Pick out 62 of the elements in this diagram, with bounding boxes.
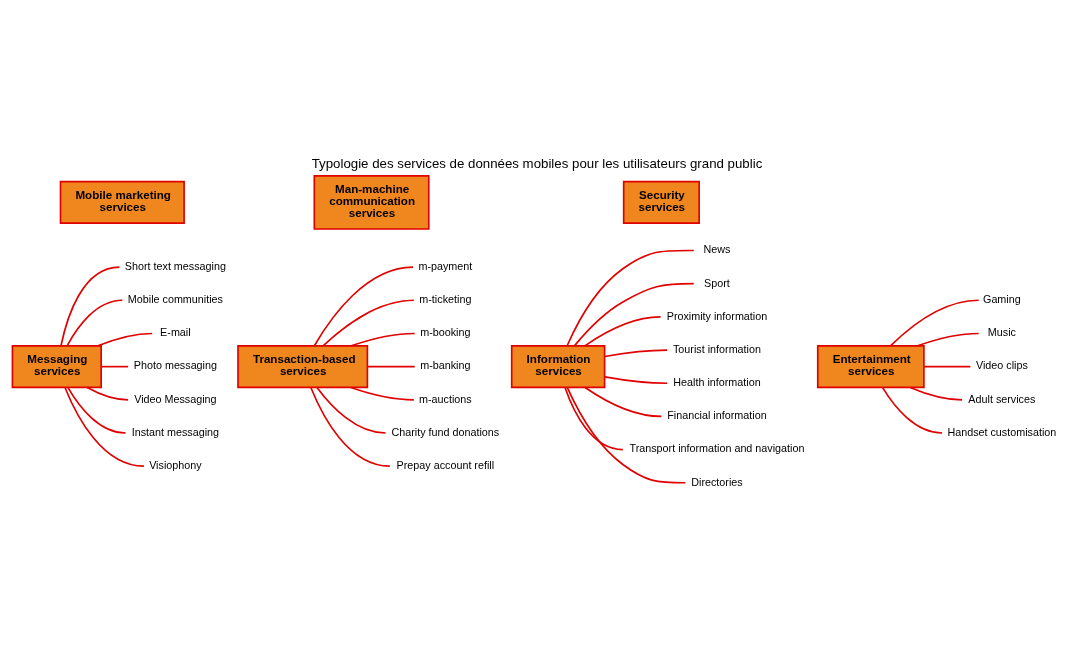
node-text: m-auctions — [419, 392, 472, 405]
connector — [322, 298, 415, 346]
node-text: Handset customisation — [947, 425, 1057, 438]
connector — [604, 348, 669, 357]
node-text: m-booking — [420, 325, 471, 338]
node-text: Instant messaging — [131, 425, 220, 438]
connector — [573, 282, 695, 346]
node-text: Adult services — [968, 392, 1036, 405]
connector — [67, 386, 127, 434]
node-text: Directories — [691, 475, 743, 488]
connector — [909, 386, 963, 401]
node-text: Sport — [704, 276, 730, 289]
connector — [100, 365, 129, 367]
node-text: Transport information and navigation — [629, 441, 805, 454]
node-text: Photo messaging — [133, 358, 217, 371]
connector — [66, 298, 124, 346]
connector — [313, 265, 414, 347]
connector — [316, 386, 387, 434]
connector — [916, 332, 980, 347]
node-text: E-mail — [160, 325, 191, 338]
connector — [584, 386, 663, 417]
node-box: Entertainment services — [816, 344, 925, 388]
node-text: Visiophony — [149, 458, 202, 471]
connector — [889, 298, 980, 346]
node-text: Tourist information — [673, 342, 761, 355]
connector — [86, 386, 129, 401]
node-box: Messaging services — [11, 344, 102, 388]
node-text: Proximity information — [666, 309, 768, 322]
node-text: Video clips — [975, 358, 1028, 371]
node-text: Gaming — [983, 292, 1021, 305]
node-text: Music — [987, 325, 1016, 338]
connector — [350, 386, 415, 401]
connector — [881, 386, 943, 434]
connector — [584, 315, 662, 347]
node-text: Financial information — [667, 408, 767, 421]
node-box: Security services — [622, 180, 700, 224]
connector — [64, 386, 145, 467]
node-text: m-payment — [418, 259, 473, 272]
node-box: Transaction-based services — [237, 344, 369, 388]
node-text: Prepay account refill — [396, 458, 495, 471]
diagram-title: Typologie des services de données mobiles pour les utilisateurs grand public — [311, 155, 763, 171]
node-text: m-ticketing — [419, 292, 472, 305]
node-text: News — [703, 242, 731, 255]
connector — [604, 375, 669, 384]
node-box: Information services — [510, 344, 606, 388]
node-box: Man-machine communication services — [313, 174, 430, 230]
connector — [60, 265, 121, 347]
node-text: m-banking — [420, 358, 471, 371]
node-text: Charity fund donations — [391, 425, 500, 438]
connector — [97, 332, 153, 347]
node-text: Short text messaging — [124, 259, 226, 272]
connector — [564, 386, 624, 450]
connector — [566, 386, 687, 484]
connector — [366, 365, 416, 367]
connector — [566, 249, 695, 347]
node-box: Mobile marketing services — [59, 180, 185, 224]
connector — [923, 365, 972, 367]
node-text: Mobile communities — [127, 292, 223, 305]
node-text: Health information — [673, 375, 761, 388]
node-text: Video Messaging — [134, 392, 217, 405]
connector — [310, 386, 391, 467]
connector — [350, 332, 416, 347]
